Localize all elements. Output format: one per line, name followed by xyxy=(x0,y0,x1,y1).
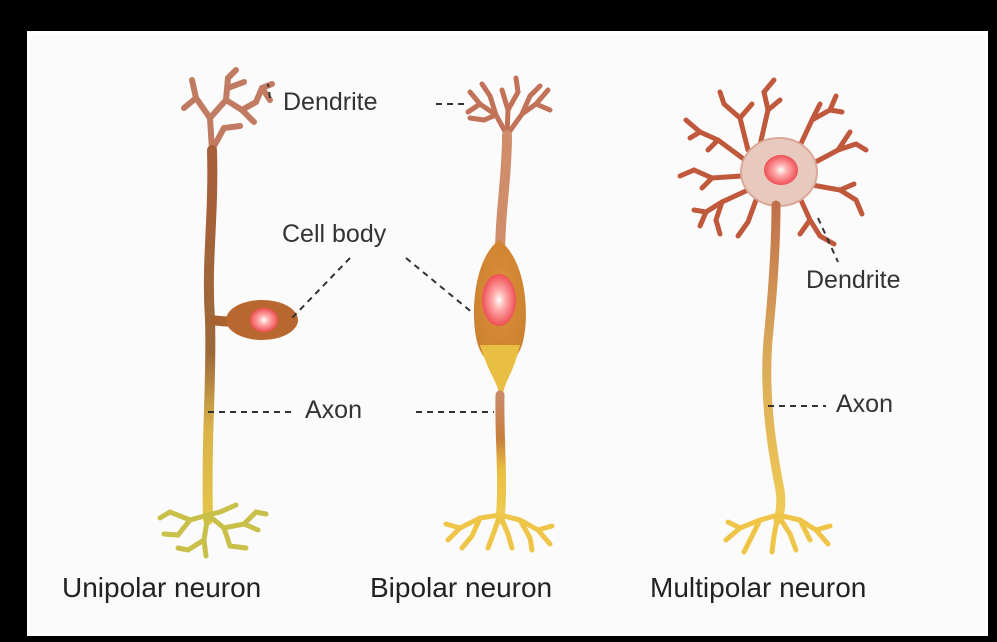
caption-unipolar: Unipolar neuron xyxy=(62,572,261,604)
label-dendrite-top: Dendrite xyxy=(283,88,378,117)
bipolar-axon xyxy=(500,395,502,520)
label-dendrite-right: Dendrite xyxy=(806,266,901,295)
bipolar-nucleus xyxy=(482,274,516,326)
unipolar-axon xyxy=(208,150,213,520)
bipolar-dendrites xyxy=(468,78,550,135)
unipolar-dendrites xyxy=(184,70,272,150)
caption-multipolar: Multipolar neuron xyxy=(650,572,866,604)
unipolar-nucleus xyxy=(250,308,278,332)
caption-bipolar: Bipolar neuron xyxy=(370,572,552,604)
unipolar-axon-terminals xyxy=(160,505,266,556)
multipolar-axon xyxy=(767,205,781,520)
label-axon-right: Axon xyxy=(836,390,893,419)
bipolar-upper-process xyxy=(500,135,507,255)
bipolar-axon-terminals xyxy=(446,515,552,550)
label-cell-body: Cell body xyxy=(282,220,386,249)
unipolar-neuron xyxy=(160,70,298,556)
multipolar-nucleus xyxy=(764,155,798,185)
leader-cell-body-right xyxy=(406,258,474,314)
multipolar-neuron xyxy=(680,80,866,552)
multipolar-axon-terminals xyxy=(726,515,830,552)
bipolar-neuron xyxy=(446,78,552,550)
leader-dendrite-multipolar xyxy=(818,218,838,262)
label-axon-center: Axon xyxy=(305,396,362,425)
leader-cell-body-left xyxy=(292,258,350,318)
